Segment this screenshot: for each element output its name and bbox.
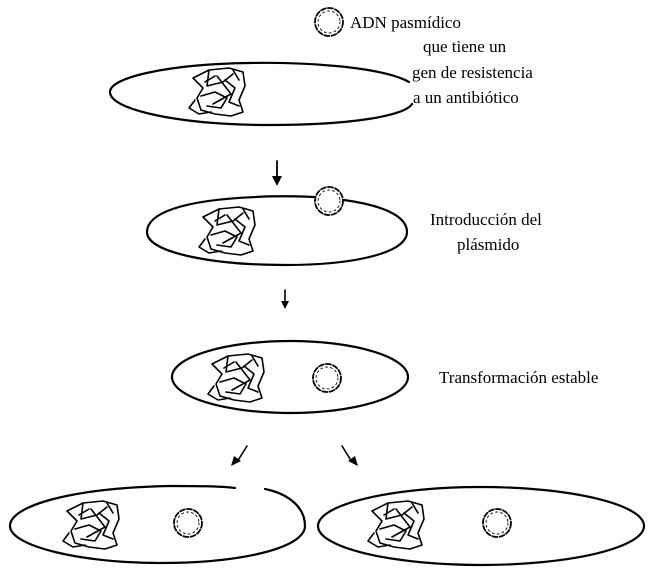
free-plasmid-icon [315,8,343,36]
bacterial-cell-2 [147,187,407,265]
chromosome-icon [189,68,245,116]
plasmid-desc-line2: gen de resistencia [412,63,533,82]
plasmid-desc-line1: que tiene un [423,37,507,56]
daughter-cell-right [318,487,644,565]
bacterial-cell-3 [172,341,408,413]
arrow-down-1 [272,161,282,186]
inherited-plasmid-icon [483,509,511,537]
arrow-down-left [231,446,247,466]
arrow-down-2 [281,290,289,309]
chromosome-icon [368,501,424,549]
inherited-plasmid-icon [174,509,202,537]
entering-plasmid-icon [315,187,343,215]
step2-label-line1: Introducción del [430,210,542,229]
plasmid-desc-line3: a un antibiótico [413,88,519,107]
step2-label-line2: plásmido [457,235,519,254]
arrow-down-right [342,446,358,466]
plasmid-title-label: ADN pasmídico [350,13,461,32]
step3-label: Transformación estable [439,368,598,387]
chromosome-icon [63,501,119,549]
chromosome-icon [208,354,264,402]
daughter-cell-left [10,486,305,563]
chromosome-icon [199,207,255,255]
internal-plasmid-icon [313,364,341,392]
bacterial-cell-1 [110,63,412,125]
